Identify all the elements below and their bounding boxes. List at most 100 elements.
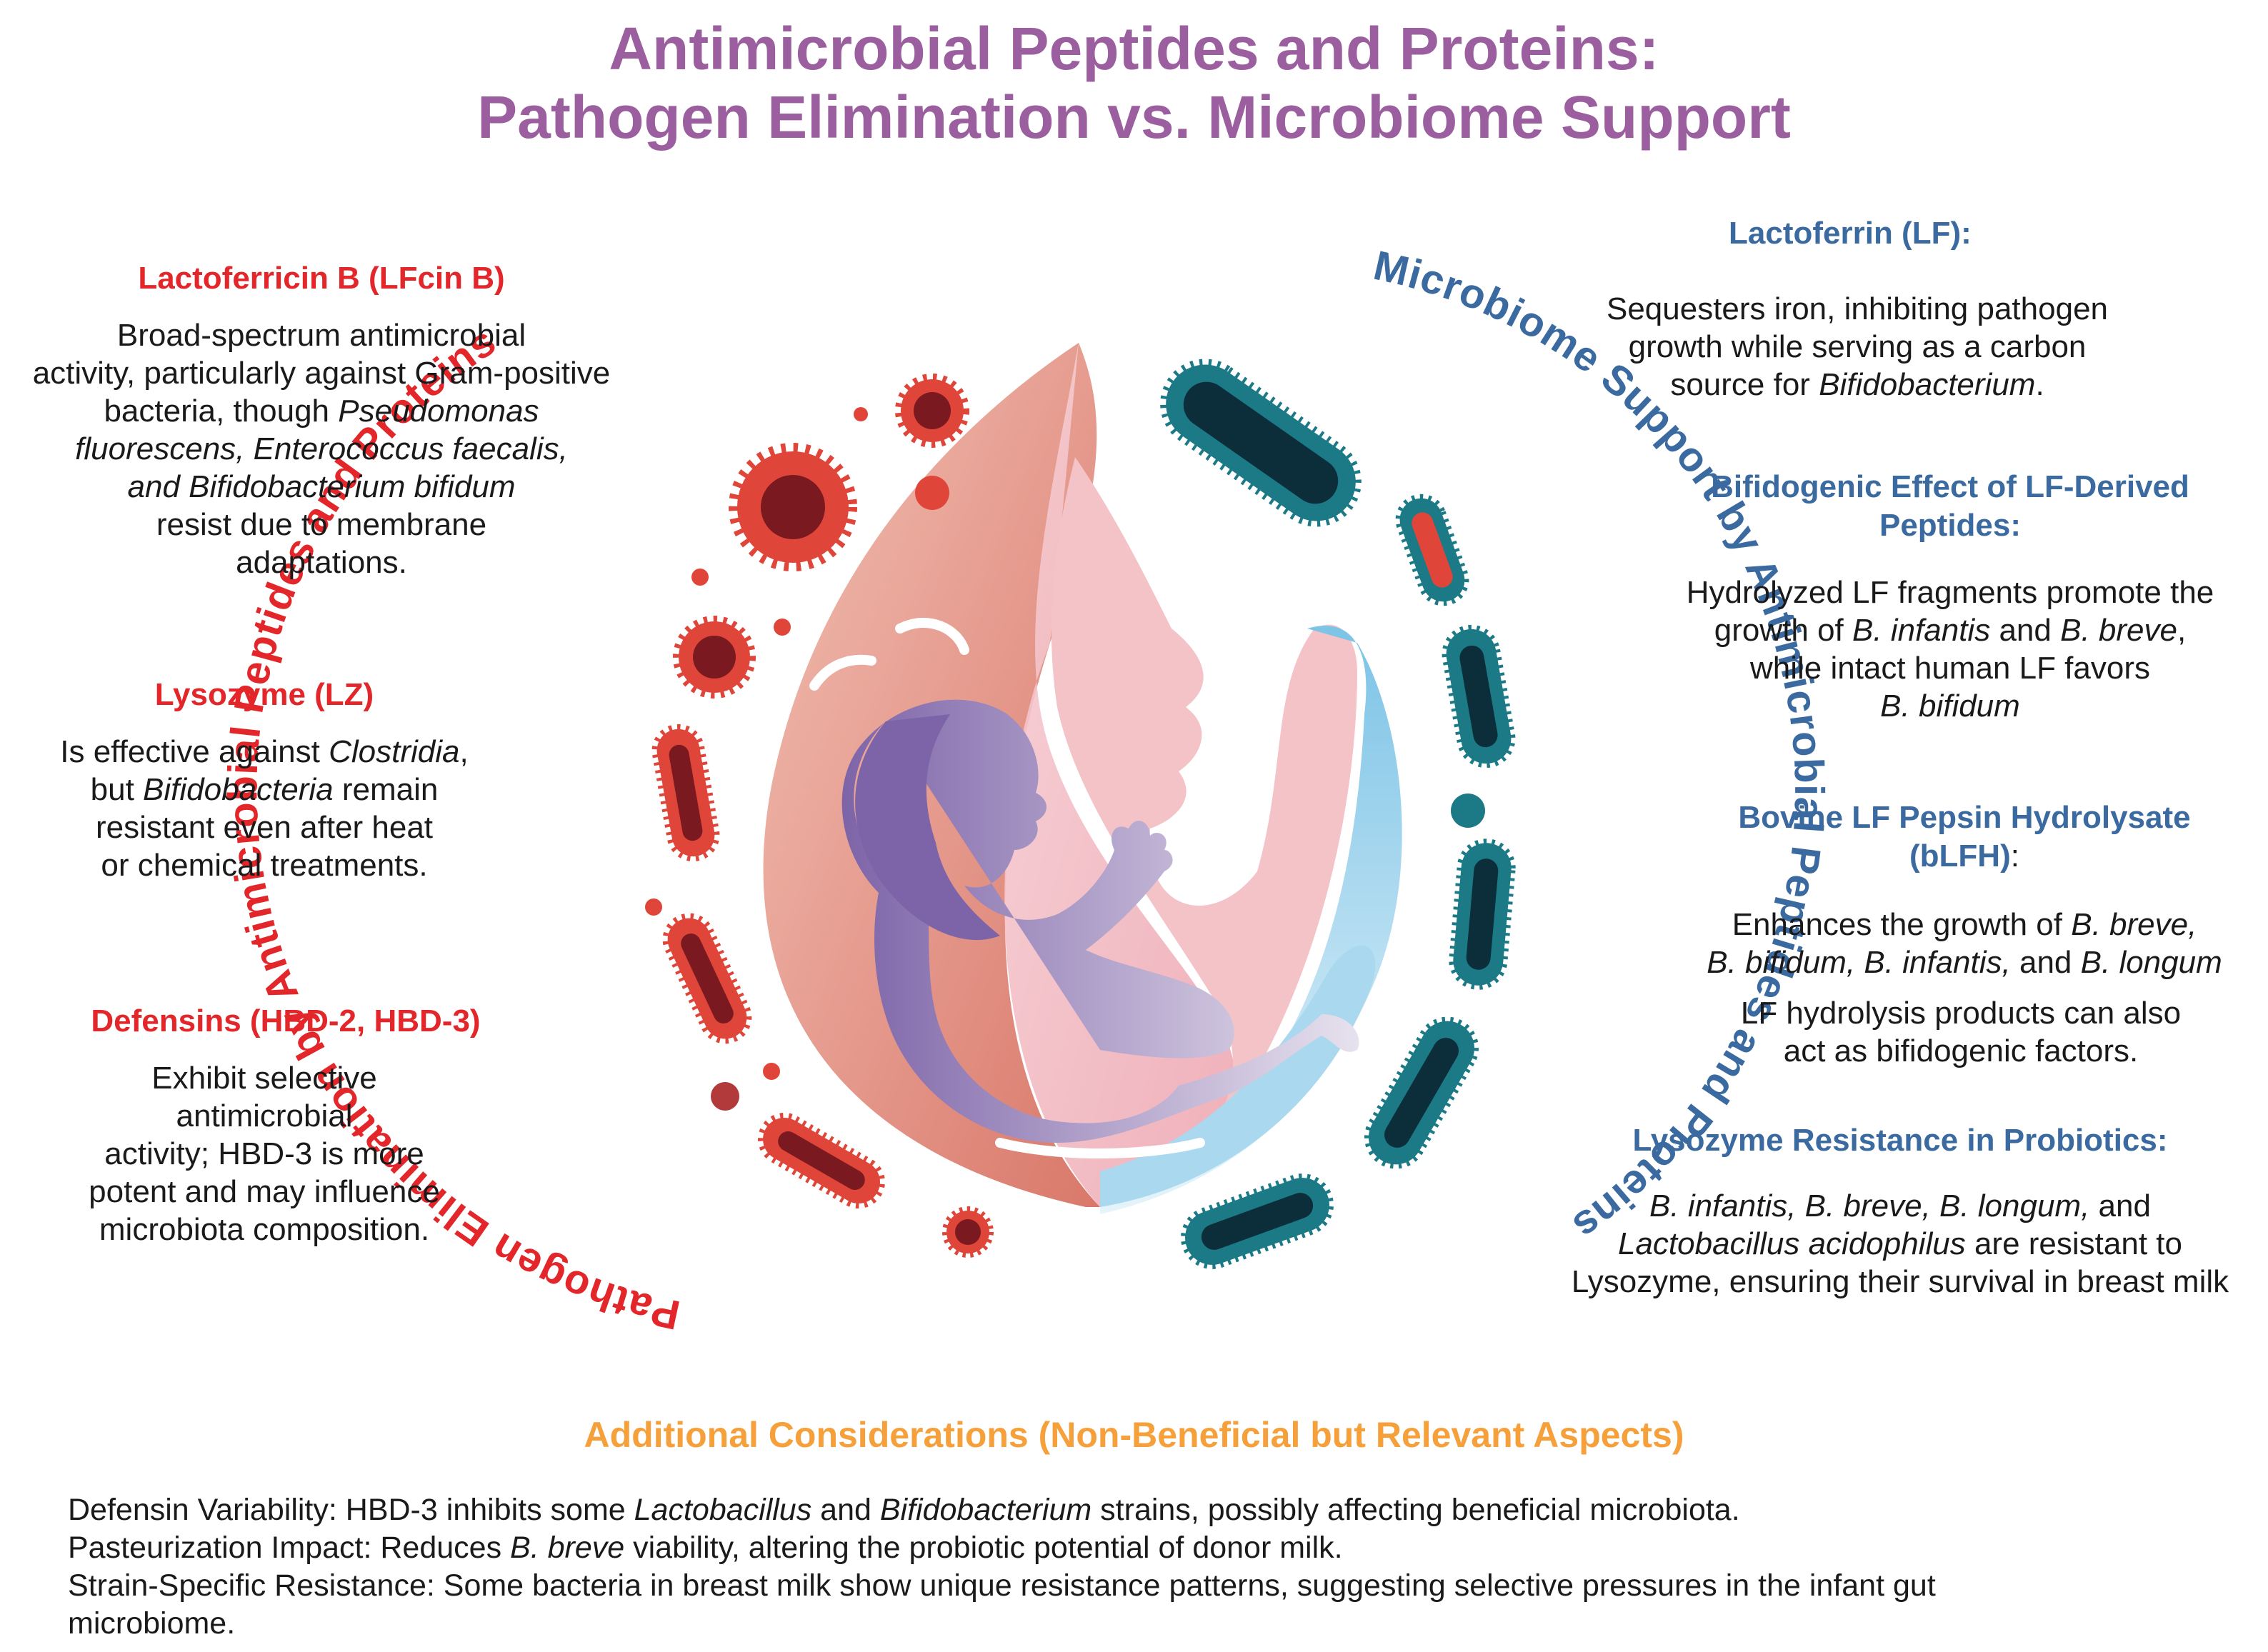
lactoferrin-section: Lactoferrin (LF): Sequesters iron, inhib… xyxy=(1500,214,2214,404)
blfh-line-2a: B. bifidum, B. infantis, xyxy=(1707,945,2011,980)
pathogen-virus xyxy=(895,374,969,448)
pathogen-dot xyxy=(711,1082,739,1111)
lysozyme-resistance-body: B. infantis, B. breve, B. longum, and La… xyxy=(1536,1187,2264,1301)
lactoferrin-line-2: growth while serving as a carbon xyxy=(1628,329,2087,364)
blfh-line-1: Enhances the growth of B. breve, xyxy=(1672,906,2257,943)
lactoferrin-line-3b: Bifidobacterium xyxy=(1819,367,2036,402)
blfh-heading: Bovine LF Pepsin Hydrolysate (bLFH): xyxy=(1672,799,2257,876)
lactoferrin-line-3c: . xyxy=(2035,367,2044,402)
title-line-1: Antimicrobial Peptides and Proteins: xyxy=(609,15,1659,82)
lysozyme-resistance-section: Lysozyme Resistance in Probiotics: B. in… xyxy=(1536,1121,2264,1301)
bifidogenic-line-2c: and xyxy=(1990,613,2061,648)
lactoferrin-line-3a: source for xyxy=(1670,367,1819,402)
additional-item-1: Defensin Variability: HBD-3 inhibits som… xyxy=(68,1491,2247,1529)
probiotic-rod xyxy=(1395,494,1469,606)
probiotic-rod xyxy=(1442,624,1516,769)
additional-item-1d: Bifidobacterium xyxy=(879,1493,1092,1527)
blfh-heading-2b: : xyxy=(2010,838,2019,873)
lysozyme-line-2c: remain xyxy=(333,772,439,807)
pathogen-virus xyxy=(942,1206,994,1258)
lysozyme-resistance-line-2: Lactobacillus acidophilus are resistant … xyxy=(1536,1225,2264,1263)
lysozyme-line-2a: but xyxy=(90,772,144,807)
lysozyme-resistance-heading: Lysozyme Resistance in Probiotics: xyxy=(1632,1123,2168,1158)
lfcin-line-2: activity, particularly against Gram-posi… xyxy=(32,356,611,391)
pathogen-dot xyxy=(774,619,791,636)
additional-item-3-cont: microbiome. xyxy=(68,1606,236,1641)
lysozyme-resistance-line-1b: and xyxy=(2089,1188,2151,1223)
pathogen-dot xyxy=(763,1063,780,1080)
lfcin-line-4: fluorescens, Enterococcus faecalis, xyxy=(75,431,568,466)
bifidogenic-line-2e: , xyxy=(2177,613,2187,648)
blfh-line-1a: Enhances the growth of xyxy=(1732,907,2072,942)
lysozyme-line-3: resistant even after heat xyxy=(95,810,434,845)
lysozyme-resistance-line-3: Lysozyme, ensuring their survival in bre… xyxy=(1571,1264,2229,1299)
pathogen-rod xyxy=(651,724,720,862)
lysozyme-body: Is effective against Clostridia, but Bif… xyxy=(7,733,521,884)
lfcin-line-3: bacteria, though Pseudomonas xyxy=(7,392,636,430)
probiotic-rod xyxy=(1449,838,1516,990)
blfh-line-4: act as bifidogenic factors. xyxy=(1783,1033,2139,1068)
title-line-2: Pathogen Elimination vs. Microbiome Supp… xyxy=(477,84,1791,151)
additional-item-1c: and xyxy=(811,1493,880,1527)
pathogen-dot xyxy=(915,476,949,510)
lysozyme-line-2: but Bifidobacteria remain xyxy=(7,771,521,809)
lysozyme-heading: Lysozyme (LZ) xyxy=(154,677,374,712)
bifidogenic-section: Bifidogenic Effect of LF-Derived Peptide… xyxy=(1643,468,2257,725)
additional-item-2: Pasteurization Impact: Reduces B. breve … xyxy=(68,1529,2247,1567)
lfcin-line-3a: bacteria, though xyxy=(104,394,339,429)
additional-item-2c: viability, altering the probiotic potent… xyxy=(624,1531,1343,1565)
additional-item-2a: Pasteurization Impact: Reduces xyxy=(68,1531,511,1565)
lysozyme-resistance-line-1a: B. infantis, B. breve, B. longum, xyxy=(1649,1188,2090,1223)
crescent-accents xyxy=(809,618,1205,1158)
lfcin-line-5: and Bifidobacterium bifidum xyxy=(127,469,516,504)
lysozyme-resistance-line-1: B. infantis, B. breve, B. longum, and xyxy=(1536,1187,2264,1225)
baby-silhouette xyxy=(841,699,1359,1143)
blfh-line-2: B. bifidum, B. infantis, and B. longum xyxy=(1672,943,2257,981)
defensins-line-5: microbiota composition. xyxy=(99,1212,430,1247)
bifidogenic-line-4: B. bifidum xyxy=(1880,689,2020,724)
pathogen-dot xyxy=(645,898,662,916)
lfcin-line-1: Broad-spectrum antimicrobial xyxy=(116,318,526,353)
page-title: Antimicrobial Peptides and Proteins: Pat… xyxy=(0,14,2268,151)
probiotic-dot xyxy=(1451,794,1485,828)
lactoferrin-line-3: source for Bifidobacterium. xyxy=(1500,366,2214,404)
lfcin-section: Lactoferricin B (LFcin B) Broad-spectrum… xyxy=(7,261,636,581)
lfcin-body: Broad-spectrum antimicrobial activity, p… xyxy=(7,316,636,581)
bifidogenic-body: Hydrolyzed LF fragments promote the grow… xyxy=(1643,574,2257,725)
lysozyme-line-2b: Bifidobacteria xyxy=(143,772,334,807)
lactoferrin-body: Sequesters iron, inhibiting pathogen gro… xyxy=(1500,290,2214,404)
blfh-heading-1: Bovine LF Pepsin Hydrolysate xyxy=(1738,800,2191,835)
lysozyme-section: Lysozyme (LZ) Is effective against Clost… xyxy=(7,677,521,884)
bifidogenic-heading-2: Peptides: xyxy=(1879,508,2022,543)
blfh-heading-2: (bLFH): xyxy=(1672,837,2257,876)
probiotic-rod xyxy=(1364,1016,1479,1169)
pathogen-virus xyxy=(673,616,756,699)
additional-item-1e: strains, possibly affecting beneficial m… xyxy=(1091,1493,1740,1527)
defensins-line-4: potent and may influence xyxy=(89,1174,440,1209)
defensins-heading: Defensins (HBD-2, HBD-3) xyxy=(91,1003,481,1038)
defensins-section: Defensins (HBD-2, HBD-3) Exhibit selecti… xyxy=(21,1003,550,1248)
lysozyme-resistance-line-2b: are resistant to xyxy=(1965,1226,2182,1261)
bifidogenic-line-1: Hydrolyzed LF fragments promote the xyxy=(1686,575,2214,610)
bifidogenic-line-2b: B. infantis xyxy=(1852,613,1991,648)
probiotic-cells xyxy=(1160,359,1516,1269)
bifidogenic-heading-1: Bifidogenic Effect of LF-Derived xyxy=(1711,469,2189,504)
additional-item-3: Strain-Specific Resistance: Some bacteri… xyxy=(68,1568,1936,1603)
blfh-heading-2a: (bLFH) xyxy=(1909,838,2011,873)
lysozyme-resistance-line-2a: Lactobacillus acidophilus xyxy=(1617,1226,1966,1261)
additional-heading: Additional Considerations (Non-Beneficia… xyxy=(584,1415,1684,1455)
lfcin-line-7: adaptations. xyxy=(236,545,407,580)
lactoferrin-heading: Lactoferrin (LF): xyxy=(1729,216,1972,251)
blfh-line-1b: B. breve, xyxy=(2071,907,2197,942)
additional-item-2b: B. breve xyxy=(510,1531,625,1565)
defensins-line-3: activity; HBD-3 is more xyxy=(104,1136,424,1171)
lfcin-line-6: resist due to membrane xyxy=(156,507,487,542)
pathogen-dot xyxy=(691,569,709,586)
lfcin-line-3b: Pseudomonas xyxy=(338,394,539,429)
bifidogenic-line-2d: B. breve xyxy=(2060,613,2177,648)
lysozyme-line-4: or chemical treatments. xyxy=(101,848,428,883)
lysozyme-line-1a: Is effective against xyxy=(60,734,329,769)
probiotic-rod xyxy=(1181,1173,1334,1269)
additional-item-1a: Defensin Variability: HBD-3 inhibits som… xyxy=(68,1493,634,1527)
